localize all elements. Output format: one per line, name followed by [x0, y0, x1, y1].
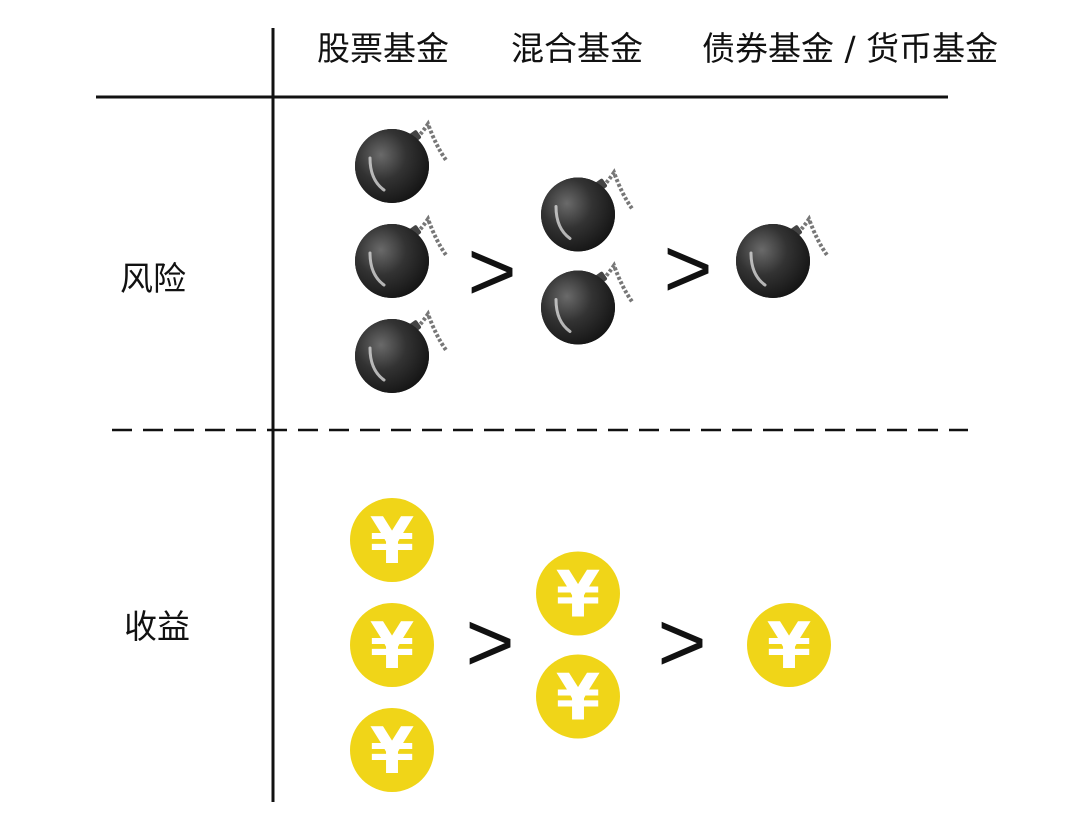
yen-coin-icon-col1-3: ¥: [350, 708, 434, 792]
column-header-bond-money-fund: 债券基金 / 货币基金: [702, 29, 999, 68]
yen-coin-icon-col3-1: ¥: [747, 603, 831, 687]
yen-coin-icon-col1-1: ¥: [350, 498, 434, 582]
comparison-greater-than-return-2: >: [657, 595, 706, 689]
bomb-icon-col1-1: [355, 119, 448, 203]
svg-text:¥: ¥: [556, 559, 601, 633]
comparison-greater-than-return-1: >: [465, 595, 514, 689]
comparison-greater-than-risk-1: >: [467, 224, 516, 318]
svg-text:¥: ¥: [370, 715, 415, 789]
row-label-return: 收益: [124, 607, 190, 646]
yen-coin-icon-col1-2: ¥: [350, 603, 434, 687]
column-header-stock-fund: 股票基金: [317, 29, 449, 68]
comparison-greater-than-risk-2: >: [663, 221, 712, 315]
bomb-icon-col2-2: [541, 261, 634, 345]
svg-text:¥: ¥: [370, 610, 415, 684]
yen-coin-icon-col2-1: ¥: [536, 551, 620, 636]
svg-text:¥: ¥: [556, 662, 601, 736]
bomb-icon-col1-3: [355, 309, 448, 393]
bomb-icon-col2-1: [541, 168, 634, 252]
svg-text:¥: ¥: [370, 505, 415, 579]
svg-text:¥: ¥: [767, 610, 812, 684]
bomb-icon-col1-2: [355, 214, 448, 298]
bomb-icon-col3-1: [736, 214, 829, 298]
row-label-risk: 风险: [120, 259, 186, 298]
column-header-hybrid-fund: 混合基金: [511, 29, 643, 68]
yen-coin-icon-col2-2: ¥: [536, 654, 620, 739]
